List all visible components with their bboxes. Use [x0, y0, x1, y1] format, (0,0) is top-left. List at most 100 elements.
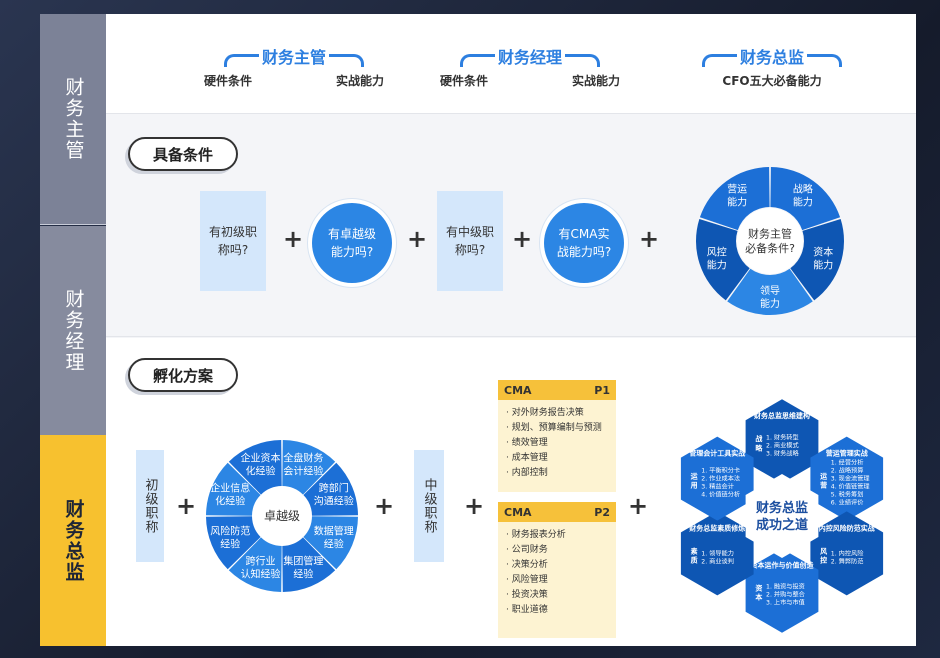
- sidebar-tab-manager[interactable]: 财务经理: [40, 226, 106, 435]
- hex-cell-item: 2. 商业谈判: [701, 557, 734, 565]
- director-hex-cluster: 财务总监思维建构战略1. 财务转型2. 商业模式3. 财务战略营运管理实战运营1…: [680, 399, 884, 633]
- hex-cell-side: 资本: [754, 584, 762, 602]
- hex-cell: [745, 399, 819, 484]
- header-col-manager: 财务经理 硬件条件 实战能力: [430, 44, 630, 89]
- hex-cell-item: 3. 上市与市值: [766, 599, 805, 607]
- hex-cell-item: 4. 价值链分析: [701, 491, 740, 499]
- header-title: 财务主管: [223, 44, 365, 68]
- header-sub: 硬件条件 实战能力: [204, 74, 384, 88]
- list-item: 绩效管理: [506, 436, 608, 451]
- header-title: 财务经理: [459, 44, 601, 68]
- hex-cell-item: 3. 现金流管理: [831, 475, 870, 483]
- cma-circle: 有CMA实战能力吗?: [544, 203, 624, 283]
- list-item: 对外财务报告决策: [506, 406, 608, 421]
- hex-cell-title: 内控风险防范实战: [819, 523, 875, 532]
- list-item: 成本管理: [506, 451, 608, 466]
- hex-cell-item: 4. 价值链管理: [831, 483, 870, 491]
- wheel-segment-label: 集团管理经验: [283, 555, 323, 581]
- wheel-segment-label: 企业资本化经验: [241, 451, 281, 477]
- section-pill-incubation: 孵化方案: [128, 358, 238, 392]
- cma-p1-list: 对外财务报告决策 规划、预算编制与预测 绩效管理 成本管理 内部控制: [498, 400, 616, 487]
- wheel-center-label: 卓越级: [264, 509, 300, 523]
- wheel-segment-label: 企业信息化经验: [210, 482, 250, 508]
- section-requirements: 具备条件 有初级职称吗? + 有卓越级能力吗? + 有中级职称吗? + 有CMA…: [106, 115, 916, 337]
- cma-p2-list: 财务报表分析 公司财务 决策分析 风险管理 投资决策 职业道德: [498, 522, 616, 624]
- hex-center-label: 财务总监成功之道: [756, 500, 808, 533]
- wheel-segment-label: 数据管理经验: [314, 524, 354, 550]
- wheel-segment-label: 营运能力: [727, 183, 747, 209]
- hex-cell: [680, 511, 754, 596]
- section-pill-requirements: 具备条件: [128, 137, 238, 171]
- hex-cell: [810, 511, 884, 596]
- plus-sign: +: [512, 225, 533, 253]
- wheel-segment-label: 风险防范经验: [210, 524, 250, 550]
- wheel-segment: [303, 516, 358, 570]
- wheel-segment: [228, 440, 282, 495]
- wheel-center-label: 财务主管必备条件?: [745, 227, 795, 255]
- plus-sign: +: [176, 492, 197, 520]
- list-item: 风险管理: [506, 573, 608, 588]
- wheel-segment: [790, 218, 844, 301]
- plus-sign: +: [639, 225, 660, 253]
- hex-cell-side: 运用: [691, 473, 699, 490]
- wheel-segment: [206, 516, 261, 570]
- hex-cell: [745, 548, 819, 633]
- hex-cell-item: 1. 经营分析: [831, 459, 864, 467]
- hex-cell-title: 财务总监素质修炼: [688, 523, 745, 532]
- wheel-segment-label: 跨部门沟通经验: [314, 482, 354, 508]
- hex-cell-item: 3. 财务战略: [766, 449, 799, 457]
- wheel-segment-label: 领导能力: [760, 284, 780, 310]
- list-item: 公司财务: [506, 543, 608, 558]
- hex-cell-title: 资本运作与价值创造: [751, 561, 815, 570]
- hex-cell-item: 1. 财务转型: [766, 433, 799, 441]
- plus-sign: +: [374, 492, 395, 520]
- mid-title-box: 有中级职称吗?: [437, 191, 503, 291]
- main-panel: 财务主管 硬件条件 实战能力 财务经理 硬件条件 实战能力 财务总监 CFO五大…: [106, 14, 916, 646]
- hex-cell-item: 1. 领导能力: [701, 549, 734, 557]
- wheel-segment: [228, 537, 282, 592]
- hex-cell-title: 管理会计工具实战: [689, 449, 745, 458]
- wheel-segment: [282, 537, 336, 592]
- plus-sign: +: [464, 492, 485, 520]
- hex-cell-title: 财务总监思维建构: [753, 411, 810, 420]
- hex-cell-item: 2. 舞弊防范: [831, 557, 864, 565]
- wheel-segment-label: 资本能力: [813, 245, 833, 271]
- wheel-segment: [206, 462, 261, 516]
- wheel-segment: [727, 268, 813, 315]
- wheel-segment: [282, 440, 336, 495]
- hex-cell-side: 风控: [820, 546, 827, 564]
- hex-cell-side: 素质: [691, 546, 698, 564]
- hex-cell-item: 6. 业绩评价: [831, 499, 864, 507]
- junior-title-box: 有初级职称吗?: [200, 191, 266, 291]
- list-item: 决策分析: [506, 558, 608, 573]
- header-sub: CFO五大必备能力: [722, 74, 822, 88]
- sidebar-tab-supervisor[interactable]: 财务主管: [40, 14, 106, 225]
- hex-cell-item: 2. 商业模式: [766, 441, 799, 449]
- hex-cell-item: 5. 税务筹划: [831, 491, 864, 499]
- list-item: 职业道德: [506, 603, 608, 618]
- wheel-segment: [696, 218, 750, 301]
- hex-cell-item: 3. 精益会计: [701, 483, 734, 491]
- plus-sign: +: [407, 225, 428, 253]
- sidebar-tab-director[interactable]: 财务总监: [40, 435, 106, 646]
- sidebar: 财务主管 财务经理 财务总监: [40, 14, 106, 646]
- wheel-segment-label: 战略能力: [793, 183, 813, 209]
- mid-title-vbox: 中级职称: [414, 450, 444, 562]
- header-col-director: 财务总监 CFO五大必备能力: [672, 44, 872, 89]
- hex-cell-item: 2. 并购与整合: [766, 591, 805, 599]
- hex-cell-item: 2. 战略预算: [831, 467, 864, 475]
- wheel-segment: [699, 167, 770, 231]
- list-item: 投资决策: [506, 588, 608, 603]
- hex-center: [745, 474, 819, 558]
- excellence-circle: 有卓越级能力吗?: [312, 203, 392, 283]
- hex-cell: [680, 436, 754, 521]
- wheel-center: [737, 208, 803, 274]
- header-title: 财务总监: [701, 44, 843, 68]
- junior-title-vbox: 初级职称: [136, 450, 164, 562]
- hex-cell: [810, 436, 884, 521]
